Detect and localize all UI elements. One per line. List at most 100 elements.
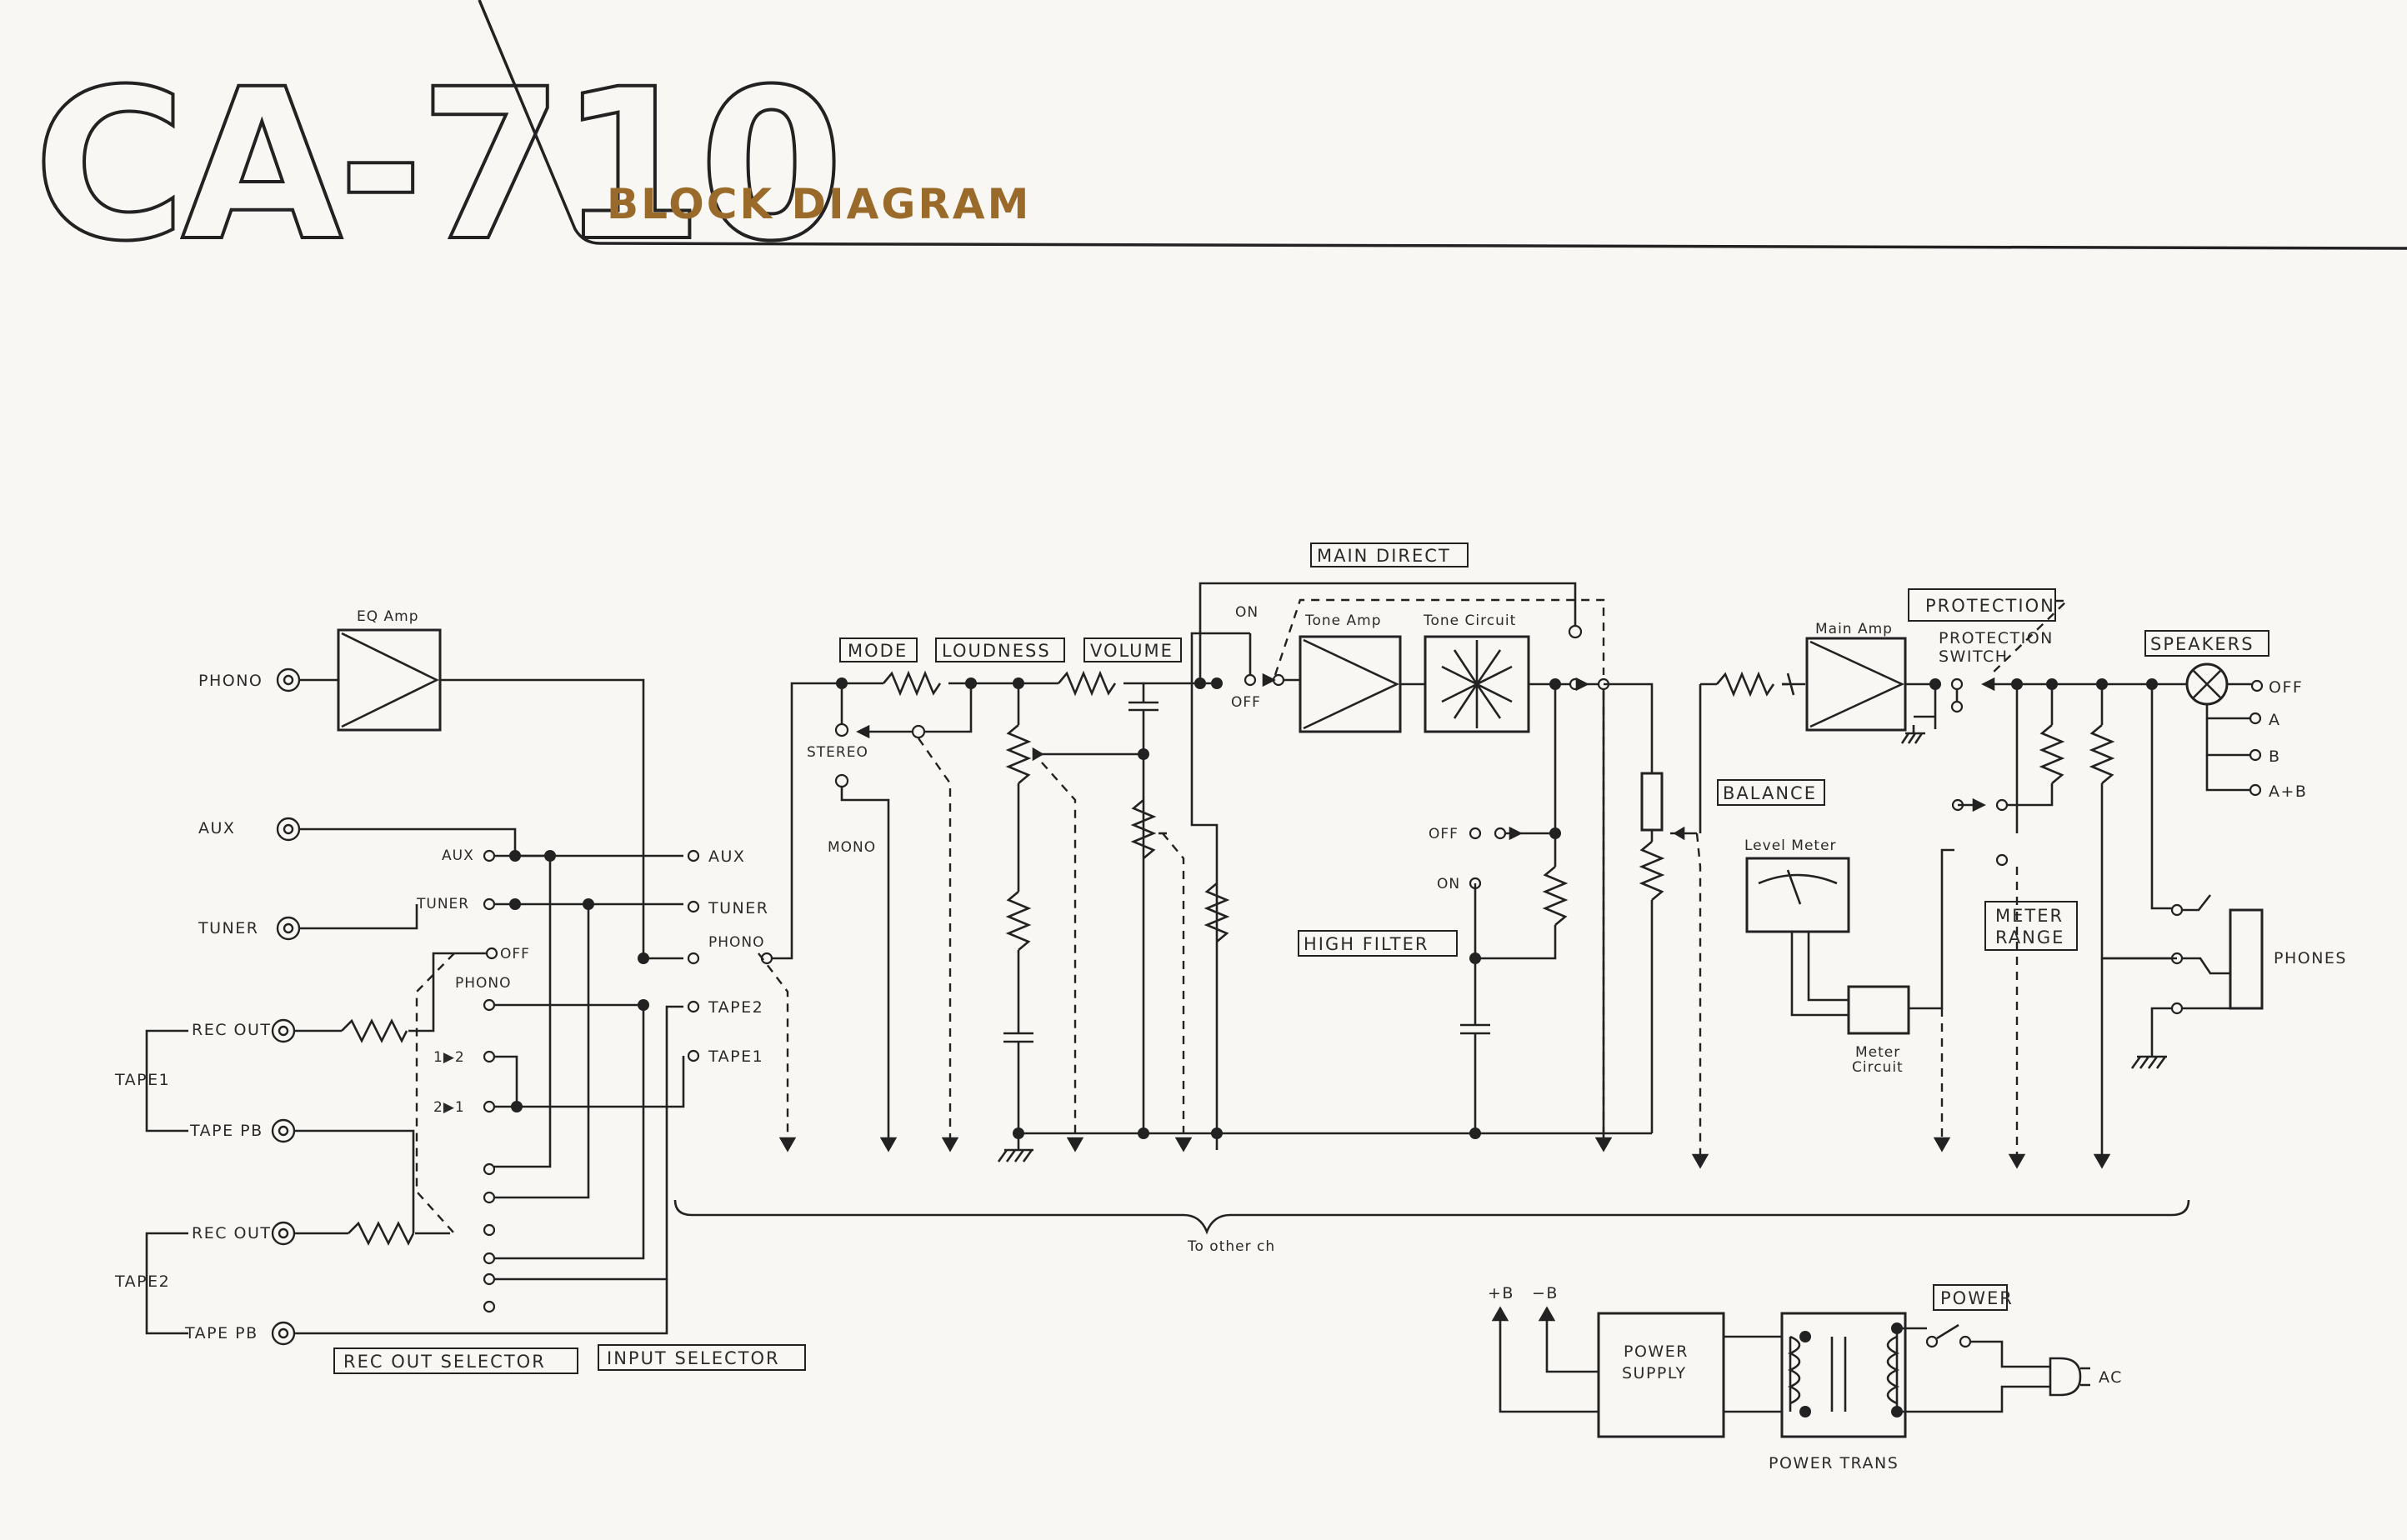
power-supply-box bbox=[1597, 1312, 1725, 1438]
eq-amp-label: EQ Amp bbox=[357, 608, 419, 625]
amplifier-triangle-icon bbox=[1303, 638, 1400, 730]
main-amp-label: Main Amp bbox=[1815, 621, 1893, 638]
ground-icon bbox=[1900, 725, 1925, 744]
potentiometer-icon bbox=[1005, 724, 1032, 784]
power-supply-label-2: SUPPLY bbox=[1622, 1364, 1687, 1382]
ac-plug-icon bbox=[2049, 1357, 2082, 1397]
tone-amp-box bbox=[1299, 635, 1402, 733]
phones-label: PHONES bbox=[2274, 949, 2347, 968]
resistor-icon bbox=[2039, 724, 2065, 784]
resistor-icon bbox=[1058, 670, 1117, 697]
tone-amp-label: Tone Amp bbox=[1304, 612, 1382, 629]
tape1-label: TAPE1 bbox=[114, 1071, 170, 1089]
header: CA-710 BLOCK DIAGRAM bbox=[32, 0, 2407, 288]
meter-range-label-2: RANGE bbox=[1995, 928, 2064, 948]
resistor-icon bbox=[883, 670, 942, 697]
rec-sel-phono: PHONO bbox=[455, 975, 512, 992]
spk-ab-label: A+B bbox=[2269, 782, 2307, 801]
capacitor-icon bbox=[1128, 701, 1158, 712]
model-title: CA-710 bbox=[33, 44, 839, 287]
meter-circuit-label-1: Meter bbox=[1855, 1044, 1900, 1061]
loudness-label: LOUDNESS bbox=[942, 641, 1051, 661]
power-trans-box bbox=[1780, 1312, 1907, 1438]
tape2-rec-out-label: REC OUT bbox=[192, 1224, 271, 1242]
spk-off-label: OFF bbox=[2269, 678, 2303, 697]
hf-off-label: OFF bbox=[1429, 826, 1459, 842]
level-meter-label: Level Meter bbox=[1744, 838, 1837, 854]
tape2-label: TAPE2 bbox=[114, 1272, 170, 1291]
phono-jack-label: PHONO bbox=[198, 672, 263, 690]
mode-loudness-volume: MODE LOUDNESS VOLUME STEREO MONO bbox=[807, 638, 1185, 1162]
rec-sel-aux: AUX bbox=[442, 848, 474, 864]
to-other-ch: To other ch bbox=[673, 1199, 2190, 1255]
meter-circuit-label-2: Circuit bbox=[1852, 1059, 1904, 1076]
speakers-section: SPEAKERS OFF A B A+B PHONES bbox=[2093, 630, 2347, 1169]
phones-jack-box bbox=[2229, 908, 2264, 1010]
mode-label: MODE bbox=[848, 641, 908, 661]
power-supply-label-1: POWER bbox=[1624, 1342, 1689, 1361]
resistor-icon bbox=[1204, 882, 1230, 942]
stereo-label: STEREO bbox=[807, 744, 868, 761]
in-sel-tape2: TAPE2 bbox=[708, 998, 763, 1017]
mono-label: MONO bbox=[828, 839, 876, 856]
resistor-icon bbox=[2089, 724, 2115, 784]
volume-label: VOLUME bbox=[1090, 641, 1173, 661]
meter-range-label-1: METER bbox=[1995, 906, 2064, 926]
speakers-label: SPEAKERS bbox=[2150, 634, 2254, 654]
protection-switch-label-2: SWITCH bbox=[1939, 648, 2009, 666]
direct-on-label: ON bbox=[1235, 604, 1259, 621]
tone-circuit-label: Tone Circuit bbox=[1423, 612, 1516, 629]
rec-sel-tuner: TUNER bbox=[416, 896, 469, 912]
main-amp-section: Main Amp PROTECTION PROTECTION SWITCH bbox=[1782, 588, 2185, 1169]
eq-amp: EQ Amp bbox=[299, 608, 645, 958]
power-section: +B −B POWER SUPPLY POWER TRANS POWER AC bbox=[1488, 1284, 2121, 1472]
brace-icon bbox=[673, 1199, 2190, 1235]
amplifier-triangle-icon bbox=[1809, 640, 1905, 728]
rec-out-selector: AUX TUNER OFF PHONO 1▶2 2▶1 REC OUT SELE… bbox=[293, 848, 578, 1374]
meter-circuit-box bbox=[1847, 985, 1910, 1035]
amplifier-triangle-icon bbox=[341, 632, 439, 728]
input-bus bbox=[293, 828, 685, 1335]
resistor-icon bbox=[348, 1221, 415, 1246]
high-filter-label: HIGH FILTER bbox=[1304, 934, 1429, 954]
capacitor-icon bbox=[1460, 888, 1490, 1133]
potentiometer-icon bbox=[1639, 841, 1665, 901]
potentiometer-icon bbox=[1130, 799, 1157, 859]
in-sel-phono: PHONO bbox=[708, 934, 765, 951]
in-sel-tape1: TAPE1 bbox=[708, 1048, 763, 1066]
direct-off-label: OFF bbox=[1231, 694, 1261, 711]
resistor-icon bbox=[1542, 866, 1569, 926]
tuner-jack-label: TUNER bbox=[198, 919, 258, 938]
resistor-icon bbox=[1005, 891, 1032, 951]
minus-b-label: −B bbox=[1532, 1284, 1559, 1302]
ground-icon bbox=[997, 1133, 1033, 1162]
rec-out-selector-title: REC OUT SELECTOR bbox=[343, 1352, 546, 1372]
input-selector: AUX TUNER PHONO TAPE2 TAPE1 INPUT SELECT… bbox=[598, 682, 842, 1371]
power-trans-label: POWER TRANS bbox=[1769, 1454, 1899, 1472]
spk-a-label: A bbox=[2269, 711, 2281, 729]
header-rule bbox=[478, 0, 2407, 250]
tape1-tape-pb-label: TAPE PB bbox=[189, 1122, 263, 1140]
aux-jack-label: AUX bbox=[198, 819, 235, 838]
input-selector-title: INPUT SELECTOR bbox=[607, 1348, 780, 1368]
tape1-rec-out-label: REC OUT bbox=[192, 1021, 271, 1039]
tone-circuit-icon bbox=[1441, 640, 1513, 728]
section-title: BLOCK DIAGRAM bbox=[607, 180, 1031, 228]
ground-icon bbox=[2130, 1007, 2172, 1069]
in-sel-aux: AUX bbox=[708, 848, 745, 866]
balance-label: BALANCE bbox=[1723, 783, 1817, 803]
rec-sel-2to1: 2▶1 bbox=[433, 1099, 465, 1116]
rec-sel-1to2: 1▶2 bbox=[433, 1049, 465, 1066]
hf-on-label: ON bbox=[1437, 876, 1460, 892]
eq-amp-box bbox=[337, 628, 442, 732]
level-meter-section: Level Meter Meter Circuit bbox=[1744, 838, 1954, 1152]
main-direct-label: MAIN DIRECT bbox=[1317, 546, 1451, 566]
rec-out-selector-box bbox=[333, 1348, 578, 1374]
capacitor-icon bbox=[1786, 672, 1795, 696]
rec-sel-off: OFF bbox=[500, 946, 530, 962]
balance-section: BALANCE bbox=[1604, 671, 1825, 1169]
resistor-icon bbox=[1716, 671, 1775, 698]
input-selector-box bbox=[598, 1344, 806, 1371]
